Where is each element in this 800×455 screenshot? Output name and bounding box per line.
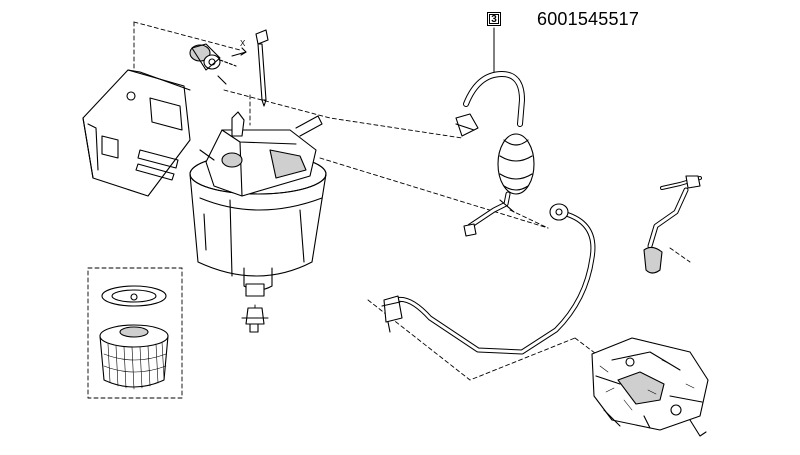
injection-pump [591,337,709,437]
mounting-bracket [82,69,191,197]
long-bolt [255,29,269,107]
filter-cartridge [99,285,169,390]
part-number-label: 6001545517 [537,9,640,29]
dimension-label: X [240,39,246,48]
fuel-line [381,203,596,355]
dimension-marker [217,47,247,85]
fuel-filter-housing [189,111,327,291]
bleed-pipe [643,175,702,274]
grommet-part [189,43,237,71]
callout-number: 3 [491,13,497,25]
callout-badge: 3 [487,12,501,26]
drain-plug [241,283,269,333]
dashed-leader-lines [133,21,691,381]
primer-pump-assembly [455,27,535,237]
